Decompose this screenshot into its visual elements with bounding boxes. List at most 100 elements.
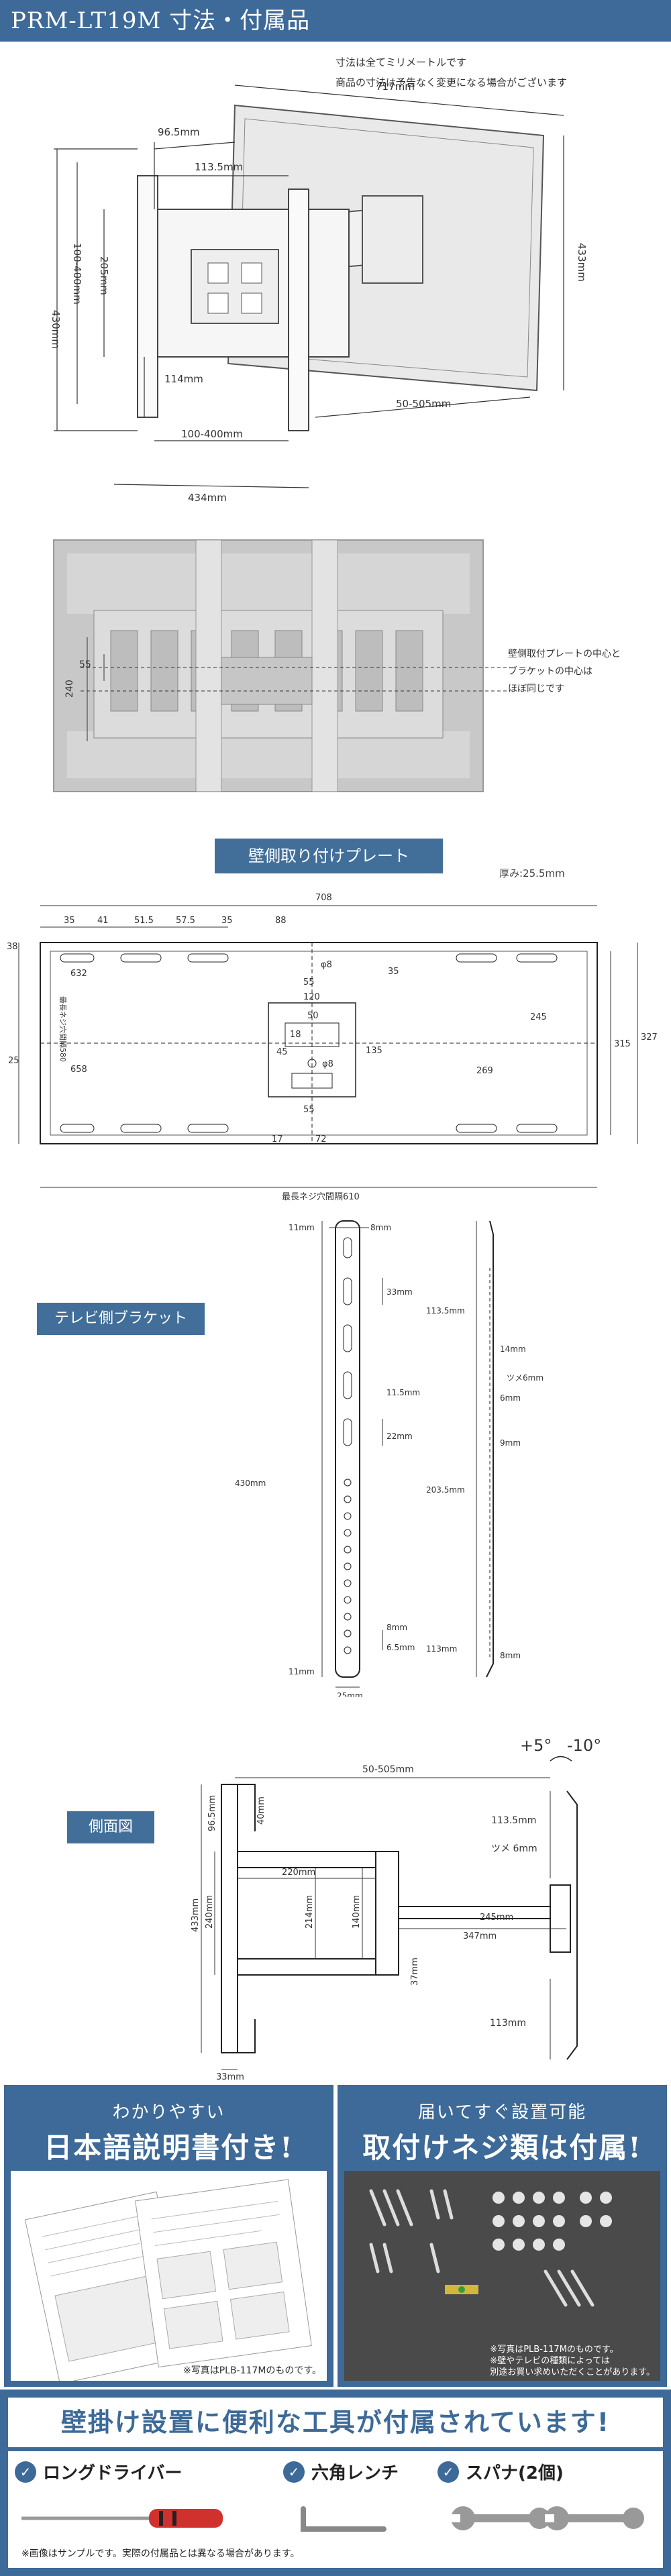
plate-dim-25: 25 — [8, 1056, 19, 1066]
screws-illustration — [369, 2189, 612, 2307]
bracket-side-6: 6mm — [500, 1393, 521, 1403]
plate-dim-120: 120 — [303, 992, 320, 1002]
tools-footnote: ※画像はサンプルです。実際の付属品とは異なる場合があります。 — [21, 2548, 300, 2559]
tilt-minus: -10° — [567, 1736, 601, 1755]
bracket-side-203-5: 203.5mm — [426, 1485, 465, 1495]
bracket-dim-11b: 11mm — [289, 1667, 315, 1676]
screws-heading-main: 取付けネジ類は付属! — [362, 2131, 642, 2164]
side-dim-33: 33mm — [216, 2072, 244, 2080]
manual-heading-sub: わかりやすい — [112, 2102, 225, 2123]
hex-wrench-icon — [301, 2506, 386, 2532]
plate-dim-135: 135 — [366, 1046, 382, 1056]
spanner-icon — [451, 2506, 644, 2530]
bracket-dim-6-5: 6.5mm — [386, 1643, 415, 1652]
side-dim-96-5: 96.5mm — [207, 1795, 217, 1831]
dim-430: 430mm — [50, 310, 62, 349]
bracket-side-9: 9mm — [500, 1438, 521, 1448]
manual-illustration — [24, 2179, 312, 2381]
page-title: PRM-LT19M 寸法・付属品 — [0, 0, 671, 42]
side-claw: ツメ 6mm — [491, 1843, 537, 1854]
plate-dim-57-5: 57.5 — [176, 916, 195, 926]
side-arm-top — [237, 1851, 399, 1868]
section-wall-plate: 壁側取り付けプレート — [215, 839, 443, 873]
screws-heading-sub: 届いてすぐ設置可能 — [417, 2102, 587, 2123]
side-dim-220: 220mm — [282, 1868, 315, 1878]
plate-dim-35b: 35 — [221, 916, 233, 926]
bracket-side-8: 8mm — [500, 1651, 521, 1660]
side-dim-214: 214mm — [305, 1895, 315, 1929]
bracket-side-113: 113mm — [426, 1644, 457, 1654]
dim-205: 205mm — [98, 256, 110, 295]
plate-dim-327: 327 — [641, 1032, 658, 1042]
tool-spanner: ✓ スパナ(2個) — [437, 2459, 564, 2484]
tools-illustration — [21, 2506, 644, 2532]
tool-spanner-label: スパナ(2個) — [466, 2463, 564, 2483]
tv-bracket-drawing: 11mm 8mm 33mm 11.5mm 22mm 430mm 8mm 6.5m… — [235, 1220, 544, 1697]
plate-dim-632: 632 — [70, 969, 87, 979]
note-change: 商品の寸法は予告なく変更になる場合がございます — [336, 76, 568, 89]
screws-photo: ※写真はPLB-117Mのものです。 ※壁やテレビの種類によっては 別途お買い求… — [344, 2171, 660, 2381]
side-wall-plate — [221, 1784, 238, 2053]
callout-line-1: 壁側取付プレートの中心と — [508, 649, 621, 659]
side-dim-50-505: 50-505mm — [362, 1764, 414, 1775]
plate-screw-580: 最長ネジ穴間隔580 — [58, 996, 68, 1062]
callout-line-3: ほぼ同じです — [508, 684, 564, 694]
section-tv-bracket: テレビ側ブラケット — [37, 1303, 205, 1335]
screws-note-3: 別途お買い求めいただくことがあります。 — [490, 2367, 655, 2377]
plate-dim-708: 708 — [315, 893, 332, 903]
side-dim-245: 245mm — [480, 1913, 513, 1923]
dim-717: 717mm — [376, 80, 415, 93]
manual-photo-note: ※写真はPLB-117Mのものです。 — [183, 2365, 321, 2376]
bracket-dim-33: 33mm — [386, 1287, 413, 1297]
check-icon: ✓ — [15, 2461, 36, 2483]
plate-dim-55a: 55 — [303, 977, 315, 987]
front-view-photo: 55 240 — [53, 539, 510, 792]
check-icon: ✓ — [283, 2461, 305, 2483]
plate-phi8a: φ8 — [321, 960, 332, 970]
center-callout: 壁側取付プレートの中心と ブラケットの中心は ほぼ同じです — [508, 645, 621, 698]
side-dim-113-5: 113.5mm — [491, 1815, 536, 1826]
callout-line-2: ブラケットの中心は — [508, 666, 592, 677]
plate-dim-35c: 35 — [388, 967, 399, 977]
bracket-dim-22: 22mm — [386, 1432, 413, 1441]
dimension-drawing: 717mm 96.5mm 113.5mm 430mm 205mm 100-400… — [50, 80, 588, 504]
plate-dim-17: 17 — [272, 1134, 283, 1144]
manual-photo: ※写真はPLB-117Mのものです。 — [11, 2171, 327, 2381]
dim-114: 114mm — [164, 373, 203, 385]
bracket-dim-11-5: 11.5mm — [386, 1388, 420, 1397]
section-side-view: 側面図 — [67, 1811, 154, 1843]
bracket-front — [335, 1220, 360, 1678]
tool-screwdriver-label: ロングドライバー — [43, 2463, 183, 2483]
side-dim-37: 37mm — [410, 1957, 420, 1986]
wall-plate-drawing: 708 35 41 51.5 57.5 35 88 38 632 最長ネジ穴間隔… — [7, 893, 658, 1202]
bracket-side-14: 14mm — [500, 1344, 526, 1354]
bracket-dim-430: 430mm — [235, 1479, 266, 1488]
plate-dim-18: 18 — [290, 1030, 301, 1040]
dim-433: 433mm — [576, 243, 588, 282]
side-dim-433: 433mm — [191, 1898, 201, 1932]
side-dim-140: 140mm — [352, 1895, 362, 1929]
side-dim-113: 113mm — [490, 2018, 526, 2029]
note-units: 寸法は全てミリメートルです — [336, 56, 467, 68]
tool-screwdriver: ✓ ロングドライバー — [15, 2459, 182, 2484]
dim-113-5: 113.5mm — [195, 161, 243, 173]
plate-dim-45: 45 — [276, 1047, 288, 1057]
check-icon: ✓ — [437, 2461, 459, 2483]
dim-50-505: 50-505mm — [396, 398, 451, 410]
dim-96-5: 96.5mm — [158, 126, 200, 138]
bracket-bar-left — [195, 539, 222, 792]
dim-434: 434mm — [188, 492, 227, 504]
bracket-bar-right — [311, 539, 338, 792]
plate-thickness: 厚み:25.5mm — [499, 867, 565, 879]
bracket-dim-25: 25mm — [337, 1691, 363, 1697]
plate-dim-88: 88 — [275, 916, 287, 926]
plate-dim-38: 38 — [7, 942, 18, 952]
plate-dim-41: 41 — [97, 916, 109, 926]
tool-hex-wrench-label: 六角レンチ — [311, 2463, 399, 2483]
dim-100-400v: 100-400mm — [71, 243, 83, 305]
plate-dim-269: 269 — [476, 1066, 493, 1076]
screws-note-2: ※壁やテレビの種類によっては — [490, 2356, 610, 2366]
plate-dim-50: 50 — [307, 1011, 319, 1021]
plate-phi8b: φ8 — [322, 1059, 333, 1069]
tools-section: 壁掛け設置に便利な工具が付属されています! ✓ ロングドライバー ✓ 六角レンチ… — [0, 2390, 671, 2576]
